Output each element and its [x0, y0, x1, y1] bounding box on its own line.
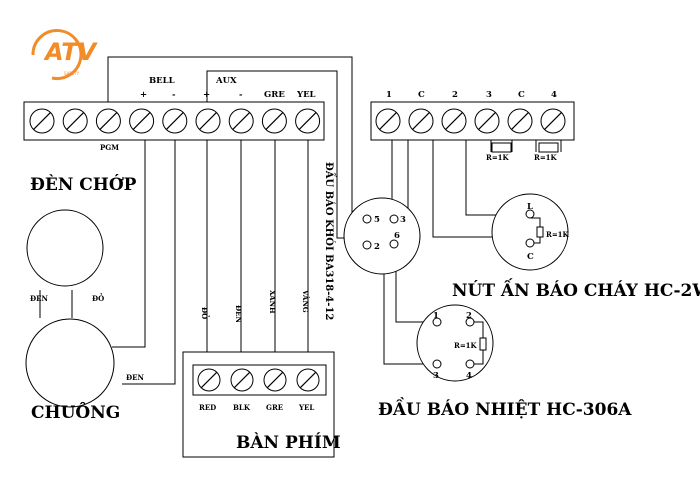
zone4-resistor: R=1K: [534, 142, 559, 162]
wire-den-label: ĐEN: [30, 294, 48, 303]
wire-aux-loop: [206, 70, 366, 239]
bell-label: BELL: [149, 76, 175, 86]
panel-terminal-strip: [23, 101, 325, 141]
smoke-detector: 5 3 6 2: [343, 197, 421, 275]
zone-c2: C: [518, 90, 525, 100]
wire-bell-minus: [122, 140, 176, 385]
wire-label-vang: VÀNG: [301, 289, 310, 313]
panel-screw-slot-8: [265, 112, 284, 130]
callpoint-resistor-label: R=1K: [546, 230, 570, 239]
panel-screw-slot-1: [33, 112, 51, 130]
bell: [25, 318, 115, 408]
wire-label-do: ĐỎ: [200, 307, 210, 319]
wire-label-den: ĐEN: [234, 305, 243, 323]
panel-gre: GRE: [264, 90, 285, 100]
keypad-term-gre: GRE: [266, 403, 283, 412]
keypad-screws: [197, 368, 320, 392]
wires: [39, 56, 562, 385]
panel-screw-slot-3: [99, 112, 118, 130]
panel-screw-slot-5: [165, 112, 184, 130]
bell-minus: -: [172, 90, 176, 100]
wire-den2-label: ĐEN: [126, 373, 144, 382]
smoke-t5: 5: [374, 215, 380, 225]
flash-light: [26, 209, 104, 287]
heat-t1: 1: [433, 311, 439, 321]
aux-minus: -: [239, 90, 243, 100]
zone-4: 4: [551, 90, 557, 100]
bell-plus: +: [140, 90, 147, 100]
zone-screw-slot-5: [511, 112, 529, 130]
aux-plus: +: [203, 90, 210, 100]
callpoint-l: L: [527, 202, 533, 212]
call-point-label: NÚT ẤN BÁO CHÁY HC-2W: [452, 278, 700, 301]
logo-text: ATV: [43, 38, 99, 66]
zone-screw-slot-6: [544, 112, 562, 130]
zone-3: 3: [486, 90, 492, 100]
zone3-resistor-label: R=1K: [486, 153, 510, 162]
pgm-label: PGM: [100, 143, 119, 152]
keypad: RED BLK GRE YEL BÀN PHÍM: [182, 351, 341, 458]
den-chop-label: ĐÈN CHỚP: [30, 174, 137, 195]
keypad-screw-slot-2: [233, 371, 251, 389]
heat-resistor-label: R=1K: [454, 341, 478, 350]
chuong-label: CHUÔNG: [31, 402, 120, 423]
zone-screw-slot-1: [379, 112, 397, 130]
smoke-detector-label: ĐẦU BÁO KHÓI BA318-4-12: [323, 162, 336, 320]
logo-subtitle: SAFETY: [64, 71, 80, 76]
zone-2: 2: [452, 90, 458, 100]
zone-screw-slot-3: [445, 112, 463, 130]
zone-screw-slot-2: [412, 112, 430, 130]
smoke-t2: 2: [374, 242, 380, 252]
wire-flash-bell: [39, 290, 73, 318]
logo: ATV SAFETY: [31, 29, 99, 81]
wire-smoke-heat-2: [383, 253, 437, 365]
zone3-resistor: R=1K: [486, 142, 512, 162]
panel-screw-slot-7: [232, 112, 251, 130]
wire-bell-plus: [112, 140, 146, 348]
smoke-t6: 6: [394, 231, 400, 241]
panel-screws: [29, 108, 321, 134]
callpoint-c: C: [527, 252, 534, 262]
wire-label-xanh: XANH: [268, 290, 277, 314]
zone-c: C: [418, 90, 425, 100]
logo-swoosh: [31, 29, 83, 81]
call-point: L C R=1K: [491, 193, 570, 271]
keypad-term-yel: YEL: [298, 403, 314, 412]
zone4-resistor-label: R=1K: [534, 153, 558, 162]
heat-detector: 1 2 3 4 R=1K: [416, 304, 494, 382]
panel-screw-slot-6: [199, 112, 217, 130]
zone-1: 1: [386, 90, 392, 100]
heat-detector-label: ĐẦU BÁO NHIỆT HC-306A: [378, 397, 632, 420]
heat-t4: 4: [466, 371, 472, 381]
keypad-term-blk: BLK: [233, 403, 251, 412]
keypad-screw-slot-3: [266, 371, 284, 389]
panel-screw-slot-9: [298, 112, 317, 130]
wire-zone3-resistor: [490, 140, 513, 152]
wire-zone4-resistor: [535, 140, 562, 152]
heat-t3: 3: [433, 371, 439, 381]
zone-terminal-block: [370, 101, 575, 141]
panel-screw-slot-2: [66, 112, 85, 130]
panel-yel: YEL: [296, 90, 316, 100]
keypad-label: BÀN PHÍM: [236, 432, 341, 453]
panel-screw-slot-4: [132, 112, 151, 130]
smoke-t3: 3: [400, 215, 406, 225]
keypad-screw-slot-1: [200, 371, 218, 389]
aux-label: AUX: [215, 76, 237, 86]
zone-screw-slot-4: [478, 112, 496, 130]
keypad-screw-slot-4: [299, 371, 317, 389]
keypad-term-red: RED: [199, 403, 216, 412]
wire-do-label: ĐỎ: [92, 293, 104, 303]
zone-terminal-strip: 1 C 2 3 C 4: [370, 90, 575, 141]
zone-screws: [375, 108, 566, 134]
heat-t2: 2: [466, 311, 472, 321]
